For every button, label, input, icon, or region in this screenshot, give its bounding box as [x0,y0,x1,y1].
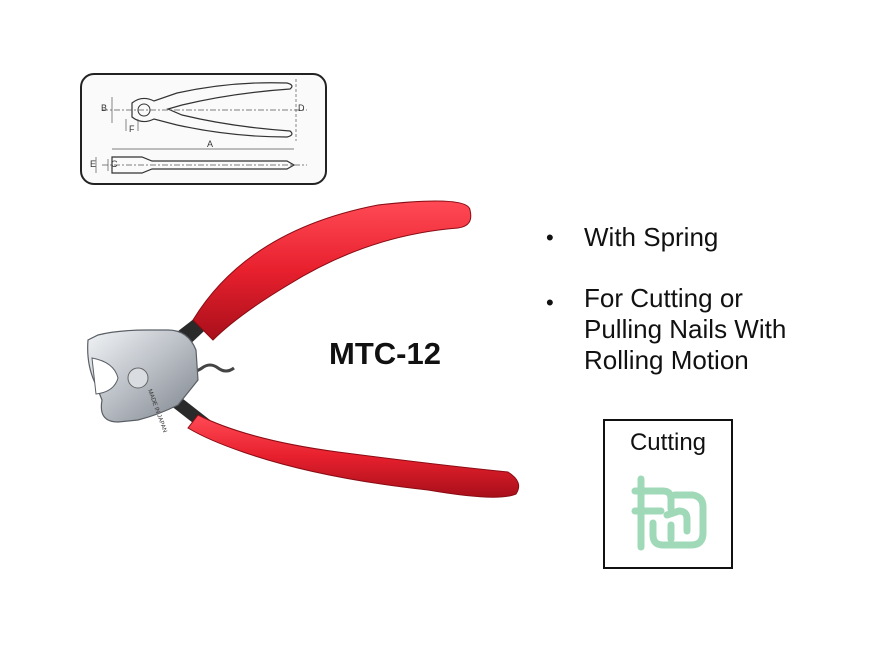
dim-label-c: C [111,159,118,169]
dim-label-d: D [298,103,305,113]
feature-list: • With Spring • For Cutting or Pulling N… [540,222,860,406]
dimension-diagram: B F D A E C [80,73,327,185]
dim-label-f: F [129,124,135,134]
feature-item: • With Spring [540,222,860,253]
application-label: Cutting [629,429,707,456]
application-box: Cutting [603,419,733,569]
hand-cutting-icon [631,475,707,551]
pliers-image: MADE IN JAPAN [78,190,528,515]
dim-label-b: B [101,103,108,113]
dimension-drawing [95,79,307,174]
feature-item: • For Cutting or Pulling Nails With Roll… [540,283,860,376]
feature-text: With Spring [584,222,719,252]
bullet: • [546,225,554,250]
feature-text-line: Rolling Motion [584,345,749,375]
bullet: • [546,290,554,315]
model-number: MTC-12 [329,336,441,371]
feature-text-line: For Cutting or [584,283,743,313]
feature-text-line: Pulling Nails With [584,314,787,344]
dim-label-e: E [90,159,97,169]
dim-label-a: A [207,139,214,149]
